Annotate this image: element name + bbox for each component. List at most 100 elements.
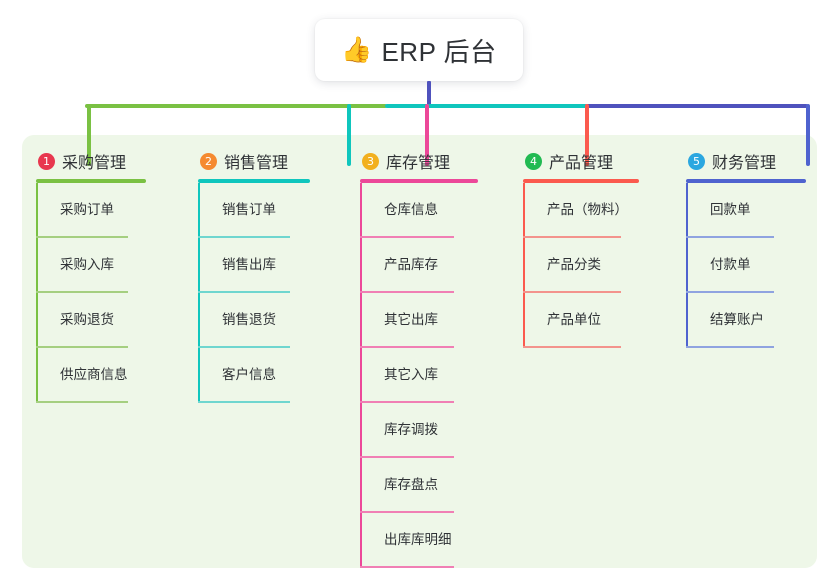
leaf-item[interactable]: 其它出库 bbox=[360, 293, 478, 348]
leaf-item-label: 仓库信息 bbox=[384, 201, 438, 217]
leaf-item-rule bbox=[360, 511, 454, 513]
leaf-item[interactable]: 供应商信息 bbox=[36, 348, 146, 403]
leaf-item-label: 库存盘点 bbox=[384, 476, 438, 492]
leaf-item-rule bbox=[360, 566, 454, 568]
leaf-item-rule bbox=[198, 291, 290, 293]
branch-spine bbox=[686, 183, 688, 348]
branch-leaf-list: 仓库信息产品库存其它出库其它入库库存调拨库存盘点出库库明细 bbox=[360, 183, 478, 568]
connector-bar-middle bbox=[385, 104, 587, 108]
root-node[interactable]: 👍 ERP 后台 bbox=[315, 19, 523, 81]
branch-column-1: 1 采购管理采购订单采购入库采购退货供应商信息 bbox=[36, 146, 146, 403]
branch-header-1[interactable]: 1 采购管理 bbox=[36, 146, 146, 176]
leaf-item-rule bbox=[36, 291, 128, 293]
leaf-item-label: 其它出库 bbox=[384, 311, 438, 327]
leaf-item[interactable]: 付款单 bbox=[686, 238, 806, 293]
leaf-item[interactable]: 采购入库 bbox=[36, 238, 146, 293]
leaf-item-rule bbox=[523, 346, 621, 348]
branch-title: 采购管理 bbox=[62, 155, 127, 172]
leaf-item-label: 付款单 bbox=[710, 256, 751, 272]
leaf-item-label: 其它入库 bbox=[384, 366, 438, 382]
branch-spine bbox=[198, 183, 200, 403]
branch-drop-connector-2 bbox=[347, 104, 351, 166]
branch-leaf-list: 销售订单销售出库销售退货客户信息 bbox=[198, 183, 310, 403]
leaf-item-label: 产品（物料） bbox=[547, 201, 628, 217]
branch-spine bbox=[523, 183, 525, 348]
root-stem-connector bbox=[427, 81, 431, 107]
leaf-item[interactable]: 库存盘点 bbox=[360, 458, 478, 513]
branch-drop-connector-4 bbox=[585, 104, 589, 166]
leaf-item-label: 客户信息 bbox=[222, 366, 276, 382]
leaf-item-label: 采购订单 bbox=[60, 201, 114, 217]
leaf-item-label: 采购入库 bbox=[60, 256, 114, 272]
leaf-item[interactable]: 产品分类 bbox=[523, 238, 639, 293]
leaf-item[interactable]: 回款单 bbox=[686, 183, 806, 238]
leaf-item[interactable]: 库存调拨 bbox=[360, 403, 478, 458]
branch-drop-connector-1 bbox=[87, 104, 91, 166]
branch-title: 财务管理 bbox=[712, 155, 777, 172]
leaf-item[interactable]: 采购退货 bbox=[36, 293, 146, 348]
leaf-item-label: 销售退货 bbox=[222, 311, 276, 327]
leaf-item[interactable]: 仓库信息 bbox=[360, 183, 478, 238]
branch-title: 产品管理 bbox=[549, 155, 614, 172]
branch-leaf-list: 采购订单采购入库采购退货供应商信息 bbox=[36, 183, 146, 403]
leaf-item-rule bbox=[198, 401, 290, 403]
leaf-item-label: 销售订单 bbox=[222, 201, 276, 217]
branch-drop-connector-5 bbox=[806, 104, 810, 166]
leaf-item-label: 产品分类 bbox=[547, 256, 601, 272]
leaf-item[interactable]: 产品库存 bbox=[360, 238, 478, 293]
leaf-item[interactable]: 采购订单 bbox=[36, 183, 146, 238]
leaf-item-rule bbox=[360, 291, 454, 293]
leaf-item-rule bbox=[198, 346, 290, 348]
thumbs-up-icon: 👍 bbox=[341, 35, 373, 64]
branch-header-rule bbox=[360, 179, 478, 183]
leaf-item-rule bbox=[360, 346, 454, 348]
leaf-item-label: 产品库存 bbox=[384, 256, 438, 272]
branch-number-badge: 3 bbox=[362, 152, 379, 170]
branch-spine bbox=[360, 183, 362, 568]
leaf-item[interactable]: 销售出库 bbox=[198, 238, 310, 293]
leaf-item-label: 产品单位 bbox=[547, 311, 601, 327]
connector-bar-left bbox=[85, 104, 387, 108]
leaf-item-rule bbox=[360, 456, 454, 458]
leaf-item-label: 供应商信息 bbox=[60, 366, 128, 382]
leaf-item[interactable]: 销售订单 bbox=[198, 183, 310, 238]
leaf-item-label: 采购退货 bbox=[60, 311, 114, 327]
leaf-item[interactable]: 其它入库 bbox=[360, 348, 478, 403]
leaf-item[interactable]: 客户信息 bbox=[198, 348, 310, 403]
leaf-item-label: 回款单 bbox=[710, 201, 751, 217]
branch-column-3: 3 库存管理仓库信息产品库存其它出库其它入库库存调拨库存盘点出库库明细 bbox=[360, 146, 478, 568]
branch-leaf-list: 产品（物料） 产品分类产品单位 bbox=[523, 183, 639, 348]
leaf-item-rule bbox=[523, 236, 621, 238]
leaf-item-label: 结算账户 bbox=[710, 311, 764, 327]
leaf-item-rule bbox=[198, 236, 290, 238]
branch-column-4: 4 产品管理产品（物料） 产品分类产品单位 bbox=[523, 146, 639, 348]
leaf-item[interactable]: 产品（物料） bbox=[523, 183, 639, 238]
leaf-item-rule bbox=[36, 236, 128, 238]
branch-header-rule bbox=[36, 179, 146, 183]
leaf-item[interactable]: 结算账户 bbox=[686, 293, 806, 348]
branch-header-3[interactable]: 3 库存管理 bbox=[360, 146, 478, 176]
connector-bar-right bbox=[585, 104, 808, 108]
branch-number-badge: 4 bbox=[525, 152, 542, 170]
leaf-item[interactable]: 产品单位 bbox=[523, 293, 639, 348]
branch-drop-connector-3 bbox=[425, 104, 429, 166]
branch-header-4[interactable]: 4 产品管理 bbox=[523, 146, 639, 176]
leaf-item[interactable]: 出库库明细 bbox=[360, 513, 478, 568]
branch-header-rule bbox=[198, 179, 310, 183]
branch-leaf-list: 回款单付款单结算账户 bbox=[686, 183, 806, 348]
branch-spine bbox=[36, 183, 38, 403]
branch-number-badge: 1 bbox=[38, 152, 55, 170]
leaf-item-rule bbox=[686, 291, 774, 293]
leaf-item-rule bbox=[686, 346, 774, 348]
leaf-item[interactable]: 销售退货 bbox=[198, 293, 310, 348]
leaf-item-rule bbox=[36, 401, 128, 403]
root-node-title: ERP 后台 bbox=[381, 36, 497, 67]
leaf-item-rule bbox=[686, 236, 774, 238]
branches-panel bbox=[22, 135, 817, 568]
branch-title: 库存管理 bbox=[386, 155, 451, 172]
leaf-item-label: 库存调拨 bbox=[384, 421, 438, 437]
